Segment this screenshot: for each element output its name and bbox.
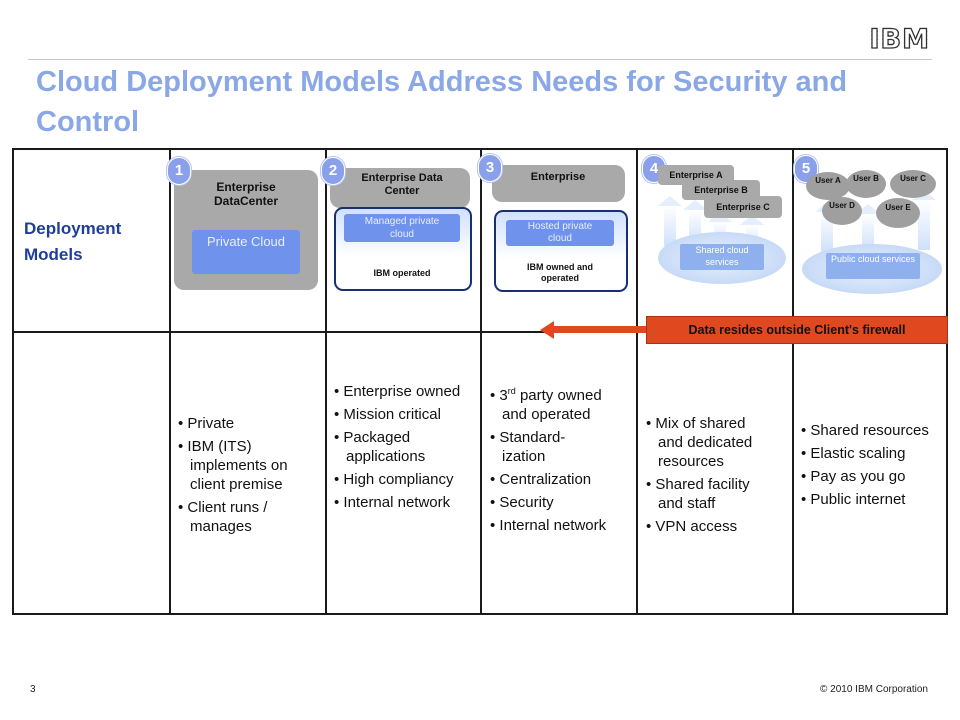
bullet-item: Packaged applications [332,428,472,466]
model-2-inner: Managed private cloud [344,214,460,242]
bullet-item: IBM (ITS) implements on client premise [176,437,316,494]
bullet-item: Internal network [332,493,472,512]
bullet-item: Internal network [488,516,608,535]
model-3-box [492,165,625,202]
enterprise-label: Enterprise C [716,202,770,212]
bullet-item: Public internet [799,490,939,509]
bullet-item: Pay as you go [799,467,939,486]
column-divider [325,150,327,613]
enterprise-c-box [704,196,782,218]
upload-arrow [912,190,936,250]
row-label: Deployment Models [24,219,122,264]
bullet-item: 3rd party owned and operated [488,382,608,424]
enterprise-b-box [682,180,760,200]
bullet-item: Shared facility and staff [644,475,774,513]
model-3-header: Enterprise [530,171,586,183]
firewall-arrow-head [540,321,554,339]
model-3-bullets: 3rd party owned and operated Standard-iz… [488,382,608,539]
bullet-item: Standard-ization [488,428,608,466]
user-node: User B [846,170,886,198]
model-2-footer: IBM operated [373,268,431,278]
bullet-item: Shared resources [799,421,939,440]
page-number: 3 [30,684,36,695]
user-node: User E [876,198,920,228]
ibm-logo: IBM [869,23,930,55]
firewall-arrow-shaft [552,326,646,333]
model-number-badge: 3 [478,154,502,182]
user-node: User C [890,170,936,198]
model-4-bullets: Mix of shared and dedicated resources Sh… [644,414,774,540]
column-divider [169,150,171,613]
row-divider [14,331,946,333]
model-2-box [330,168,470,208]
column-divider [480,150,482,613]
model-2-header: Enterprise Data Center [361,172,443,197]
model-5-cloud-label: Public cloud services [826,253,920,279]
model-4-cloud-label: Shared cloud services [680,244,764,270]
bullet-item: Client runs / manages [176,498,316,536]
model-2-bullets: Enterprise owned Mission critical Packag… [332,382,472,516]
bullet-item: VPN access [644,517,774,536]
model-number-badge: 1 [167,157,191,185]
firewall-callout: Data resides outside Client's firewall [646,316,948,344]
copyright-notice: © 2010 IBM Corporation [820,684,928,695]
bullet-item: Enterprise owned [332,382,472,401]
upload-arrow [856,204,880,250]
model-1-header: Enterprise DataCenter [213,180,279,208]
enterprise-label: Enterprise B [694,185,748,195]
user-node: User A [806,172,850,200]
model-number-badge: 2 [321,157,345,185]
column-divider [792,150,794,613]
bullet-item: Mission critical [332,405,472,424]
bullet-item: Mix of shared and dedicated resources [644,414,774,471]
slide-title: Cloud Deployment Models Address Needs fo… [36,66,848,138]
model-3-footer: IBM owned and operated [527,262,593,283]
deployment-matrix: Deployment Models [12,148,948,615]
user-node: User D [822,197,862,225]
bullet-item: Centralization [488,470,608,489]
model-1-bullets: Private IBM (ITS) implements on client p… [176,414,316,540]
enterprise-label: Enterprise A [669,170,723,180]
upload-arrow [658,196,682,246]
bullet-item: Private [176,414,316,433]
title-divider [28,59,932,60]
model-number-badge: 5 [794,155,818,183]
column-divider [636,150,638,613]
bullet-item: Elastic scaling [799,444,939,463]
model-1-inner: Private Cloud [192,230,300,274]
bullet-item: High compliancy [332,470,472,489]
model-3-inner: Hosted private cloud [506,220,614,246]
bullet-item: Security [488,493,608,512]
model-5-bullets: Shared resources Elastic scaling Pay as … [799,421,939,513]
